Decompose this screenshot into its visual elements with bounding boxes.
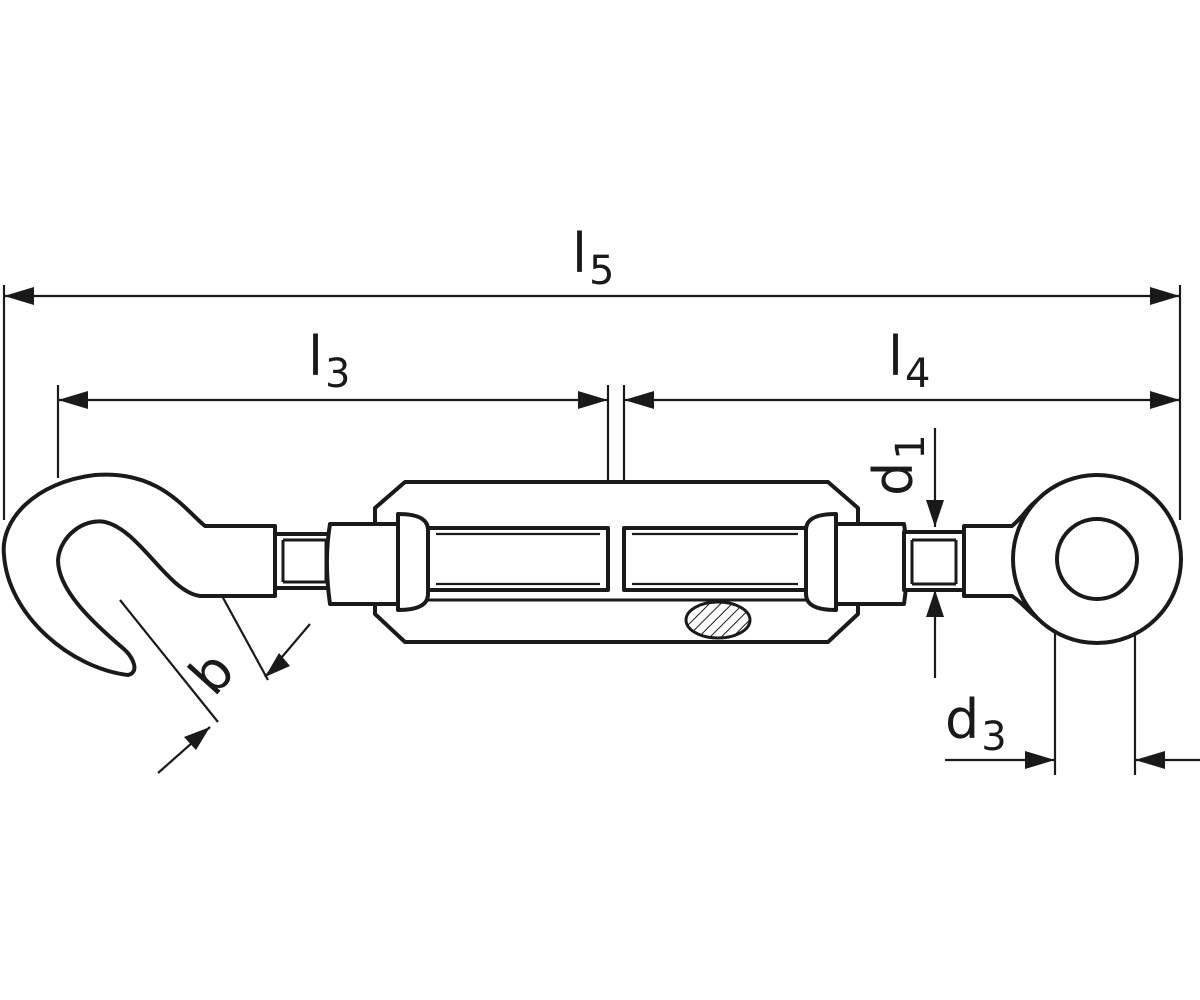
l4-label: l4 [888, 325, 930, 397]
eye-end [902, 473, 1183, 645]
dimension-l3: l3 [58, 325, 608, 409]
dimension-l5: l5 [4, 222, 1180, 305]
d1-label: d1 [862, 434, 934, 496]
d3-label: d3 [945, 688, 1007, 760]
l3-label: l3 [308, 325, 350, 397]
dimension-d3: d3 [945, 688, 1200, 769]
turnbuckle-body [325, 480, 909, 644]
b-label: b [177, 639, 247, 707]
dimension-l4: l4 [624, 325, 1180, 409]
hook-end [1, 472, 335, 677]
l5-label: l5 [572, 222, 614, 294]
dimension-d1: d1 [862, 428, 944, 678]
